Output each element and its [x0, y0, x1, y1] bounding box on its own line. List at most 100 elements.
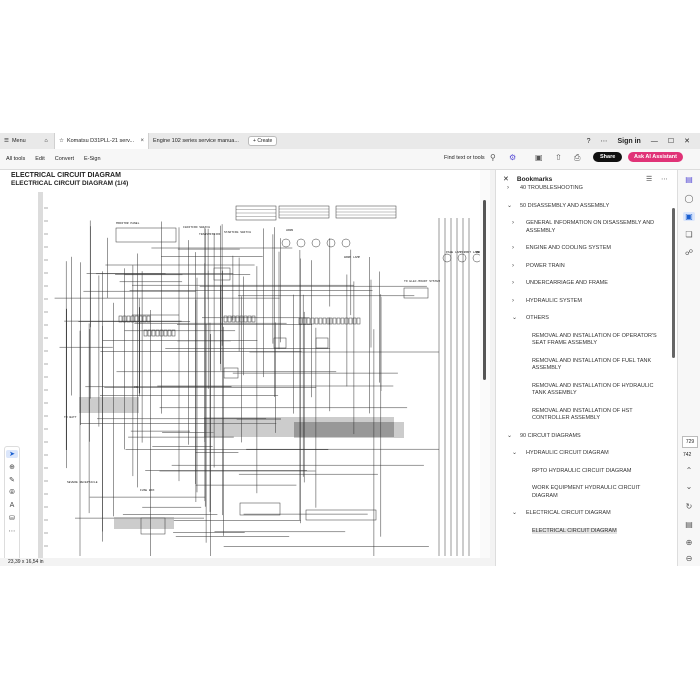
document-scrollbar[interactable] [480, 170, 490, 558]
more-icon[interactable]: ⋯ [8, 528, 16, 535]
edit-menu[interactable]: Edit [35, 156, 45, 162]
zoom-in-icon[interactable]: ⊕ [685, 538, 693, 547]
page-up-icon[interactable]: ⌃ [685, 466, 693, 475]
zoom-out-icon[interactable]: ⊖ [685, 554, 693, 563]
page-info-icon[interactable]: ▤ [685, 520, 693, 529]
menu-button[interactable]: ☰ Menu [0, 133, 38, 149]
schematic-label: TO BATT [64, 416, 77, 419]
more-options-icon[interactable]: ⋯ [661, 176, 668, 183]
schematic-label: TRANSMISSION [199, 233, 221, 236]
tab-document-2[interactable]: Engine 102 series service manua... [149, 133, 244, 149]
find-text-input[interactable]: Find text or tools [444, 155, 485, 161]
bookmark-item[interactable]: ›GENERAL INFORMATION ON DISASSEMBLY AND … [496, 215, 670, 240]
bookmark-label: ELECTRICAL CIRCUIT DIAGRAM [532, 527, 617, 534]
bookmark-item[interactable]: REMOVAL AND INSTALLATION OF FUEL TANK AS… [496, 353, 670, 378]
zoom-icon[interactable]: ⊕ [9, 464, 15, 471]
upload-icon[interactable]: ⇧ [555, 153, 562, 162]
document-canvas[interactable]: ELECTRICAL CIRCUIT DIAGRAM ELECTRICAL CI… [0, 170, 490, 558]
schematic-label: WORK LAMP [344, 256, 360, 259]
bookmark-options-icon[interactable]: ☰ [646, 176, 653, 183]
page-title: ELECTRICAL CIRCUIT DIAGRAM [11, 172, 121, 179]
schematic-label: TO ELEC.MOUNT SYSTEM [404, 280, 440, 283]
bookmarks-panel: ✕ Bookmarks ☰ ⋯ › 40 TROUBLESHOOTING ⌄50 D… [495, 170, 677, 566]
text-box-icon[interactable]: A [9, 502, 15, 509]
bookmarks-scrollbar[interactable] [672, 188, 675, 548]
ai-assistant-button[interactable]: Ask AI Assistant [628, 152, 683, 162]
signin-button[interactable]: Sign in [617, 137, 641, 145]
bookmark-icon[interactable]: ▣ [683, 212, 695, 221]
bookmark-item[interactable]: ›HYDRAULIC SYSTEM [496, 293, 670, 311]
chevron-down-icon[interactable]: ⌄ [512, 450, 518, 456]
chevron-right-icon[interactable]: › [512, 245, 514, 251]
apps-icon[interactable]: ⋯ [600, 138, 608, 145]
schematic-label: HORN [286, 229, 293, 232]
ai-tools-icon[interactable]: ⚙ [509, 153, 517, 162]
schematic-label: IGNITION SWITCH [183, 226, 210, 229]
create-button[interactable]: + Create [248, 136, 278, 146]
chevron-down-icon[interactable]: ⌄ [512, 510, 518, 516]
pages-icon[interactable]: ❏ [685, 230, 693, 239]
pen-icon[interactable]: ✎ [9, 477, 15, 484]
bookmark-item[interactable]: WORK EQUIPMENT HYDRAULIC CIRCUIT DIAGRAM [496, 480, 670, 505]
bookmark-item[interactable]: › 40 TROUBLESHOOTING [496, 180, 670, 198]
bookmark-item[interactable]: REMOVAL AND INSTALLATION OF HST CONTROLL… [496, 403, 670, 428]
maximize-icon[interactable]: ☐ [667, 138, 675, 145]
chevron-right-icon[interactable]: › [507, 185, 509, 191]
chevron-down-icon[interactable]: ⌄ [507, 202, 513, 209]
page-size-label: 23,39 x 16,54 in [0, 558, 498, 566]
ai-summary-icon[interactable]: ▤ [685, 175, 693, 184]
stamp-icon[interactable]: ⛁ [9, 515, 15, 522]
schematic-label: STARTING SWITCH [224, 231, 251, 234]
minimize-icon[interactable]: — [650, 137, 658, 145]
all-tools-menu[interactable]: All tools [6, 156, 26, 162]
window-controls: ? ⋯ Sign in — ☐ ✕ [587, 133, 700, 149]
bookmark-item[interactable]: RPTO HYDRAULIC CIRCUIT DIAGRAM [496, 463, 670, 481]
bookmark-item[interactable]: ›UNDERCARRIAGE AND FRAME [496, 275, 670, 293]
schematic-label: CN [134, 386, 138, 389]
close-window-icon[interactable]: ✕ [684, 138, 690, 145]
search-icon[interactable]: ⚲ [490, 153, 496, 162]
bookmark-label: 90 CIRCUIT DIAGRAMS [520, 432, 581, 439]
bookmark-item[interactable]: REMOVAL AND INSTALLATION OF HYDRAULIC TA… [496, 378, 670, 403]
scroll-thumb[interactable] [483, 200, 486, 380]
bookmark-item[interactable]: ›ENGINE AND COOLING SYSTEM [496, 240, 670, 258]
help-icon[interactable]: ? [586, 137, 591, 145]
print-icon[interactable]: ⎙ [574, 153, 581, 162]
bookmark-label: 40 TROUBLESHOOTING [520, 185, 583, 191]
bookmark-item[interactable]: ⌄50 DISASSEMBLY AND ASSEMBLY [496, 198, 670, 216]
bookmark-item[interactable]: ⌄OTHERS [496, 310, 670, 328]
page-down-icon[interactable]: ⌄ [685, 482, 693, 491]
schematic-label: FUSE BOX [140, 489, 155, 492]
chevron-down-icon[interactable]: ⌄ [507, 432, 513, 439]
close-icon[interactable]: × [140, 138, 144, 144]
bookmark-item[interactable]: ⌄HYDRAULIC CIRCUIT DIAGRAM [496, 445, 670, 463]
home-button[interactable]: ⌂ [38, 133, 54, 149]
convert-menu[interactable]: Convert [54, 156, 75, 162]
bookmark-item[interactable]: REMOVAL AND INSTALLATION OF OPERATOR'S S… [496, 328, 670, 353]
chevron-right-icon[interactable]: › [512, 220, 514, 226]
current-page-input[interactable]: 729 [682, 436, 698, 448]
chevron-right-icon[interactable]: › [512, 262, 514, 269]
esign-menu[interactable]: E-Sign [84, 156, 101, 162]
select-cursor-icon[interactable]: ➤ [6, 450, 18, 458]
bookmark-item[interactable]: ⌄ELECTRICAL CIRCUIT DIAGRAM [496, 505, 670, 523]
bookmarks-header: ✕ Bookmarks ☰ ⋯ [496, 170, 677, 188]
bookmark-list: › 40 TROUBLESHOOTING ⌄50 DISASSEMBLY AND A… [496, 180, 670, 540]
star-icon[interactable]: ☆ [59, 138, 64, 144]
bookmark-item[interactable]: ELECTRICAL CIRCUIT DIAGRAM [496, 523, 670, 541]
attachments-icon[interactable]: ☍ [684, 248, 694, 257]
save-icon[interactable]: ▣ [535, 153, 543, 162]
chevron-down-icon[interactable]: ⌄ [512, 315, 518, 321]
scroll-thumb[interactable] [672, 208, 675, 358]
bookmark-item[interactable]: ›POWER TRAIN [496, 258, 670, 276]
bookmark-item[interactable]: ⌄ 90 CIRCUIT DIAGRAMS [496, 428, 670, 446]
create-tab: + Create [244, 133, 281, 149]
comment-icon[interactable]: ◯ [684, 194, 694, 203]
share-button[interactable]: Share [593, 152, 623, 162]
tab-document-1[interactable]: ☆ Komatsu D31PLL-21 serv... × [54, 133, 149, 149]
rotate-icon[interactable]: ↻ [685, 502, 693, 511]
chevron-right-icon[interactable]: › [512, 297, 514, 304]
chevron-right-icon[interactable]: › [512, 280, 514, 286]
highlight-icon[interactable]: ⦾ [9, 489, 15, 496]
close-panel-icon[interactable]: ✕ [503, 176, 509, 183]
